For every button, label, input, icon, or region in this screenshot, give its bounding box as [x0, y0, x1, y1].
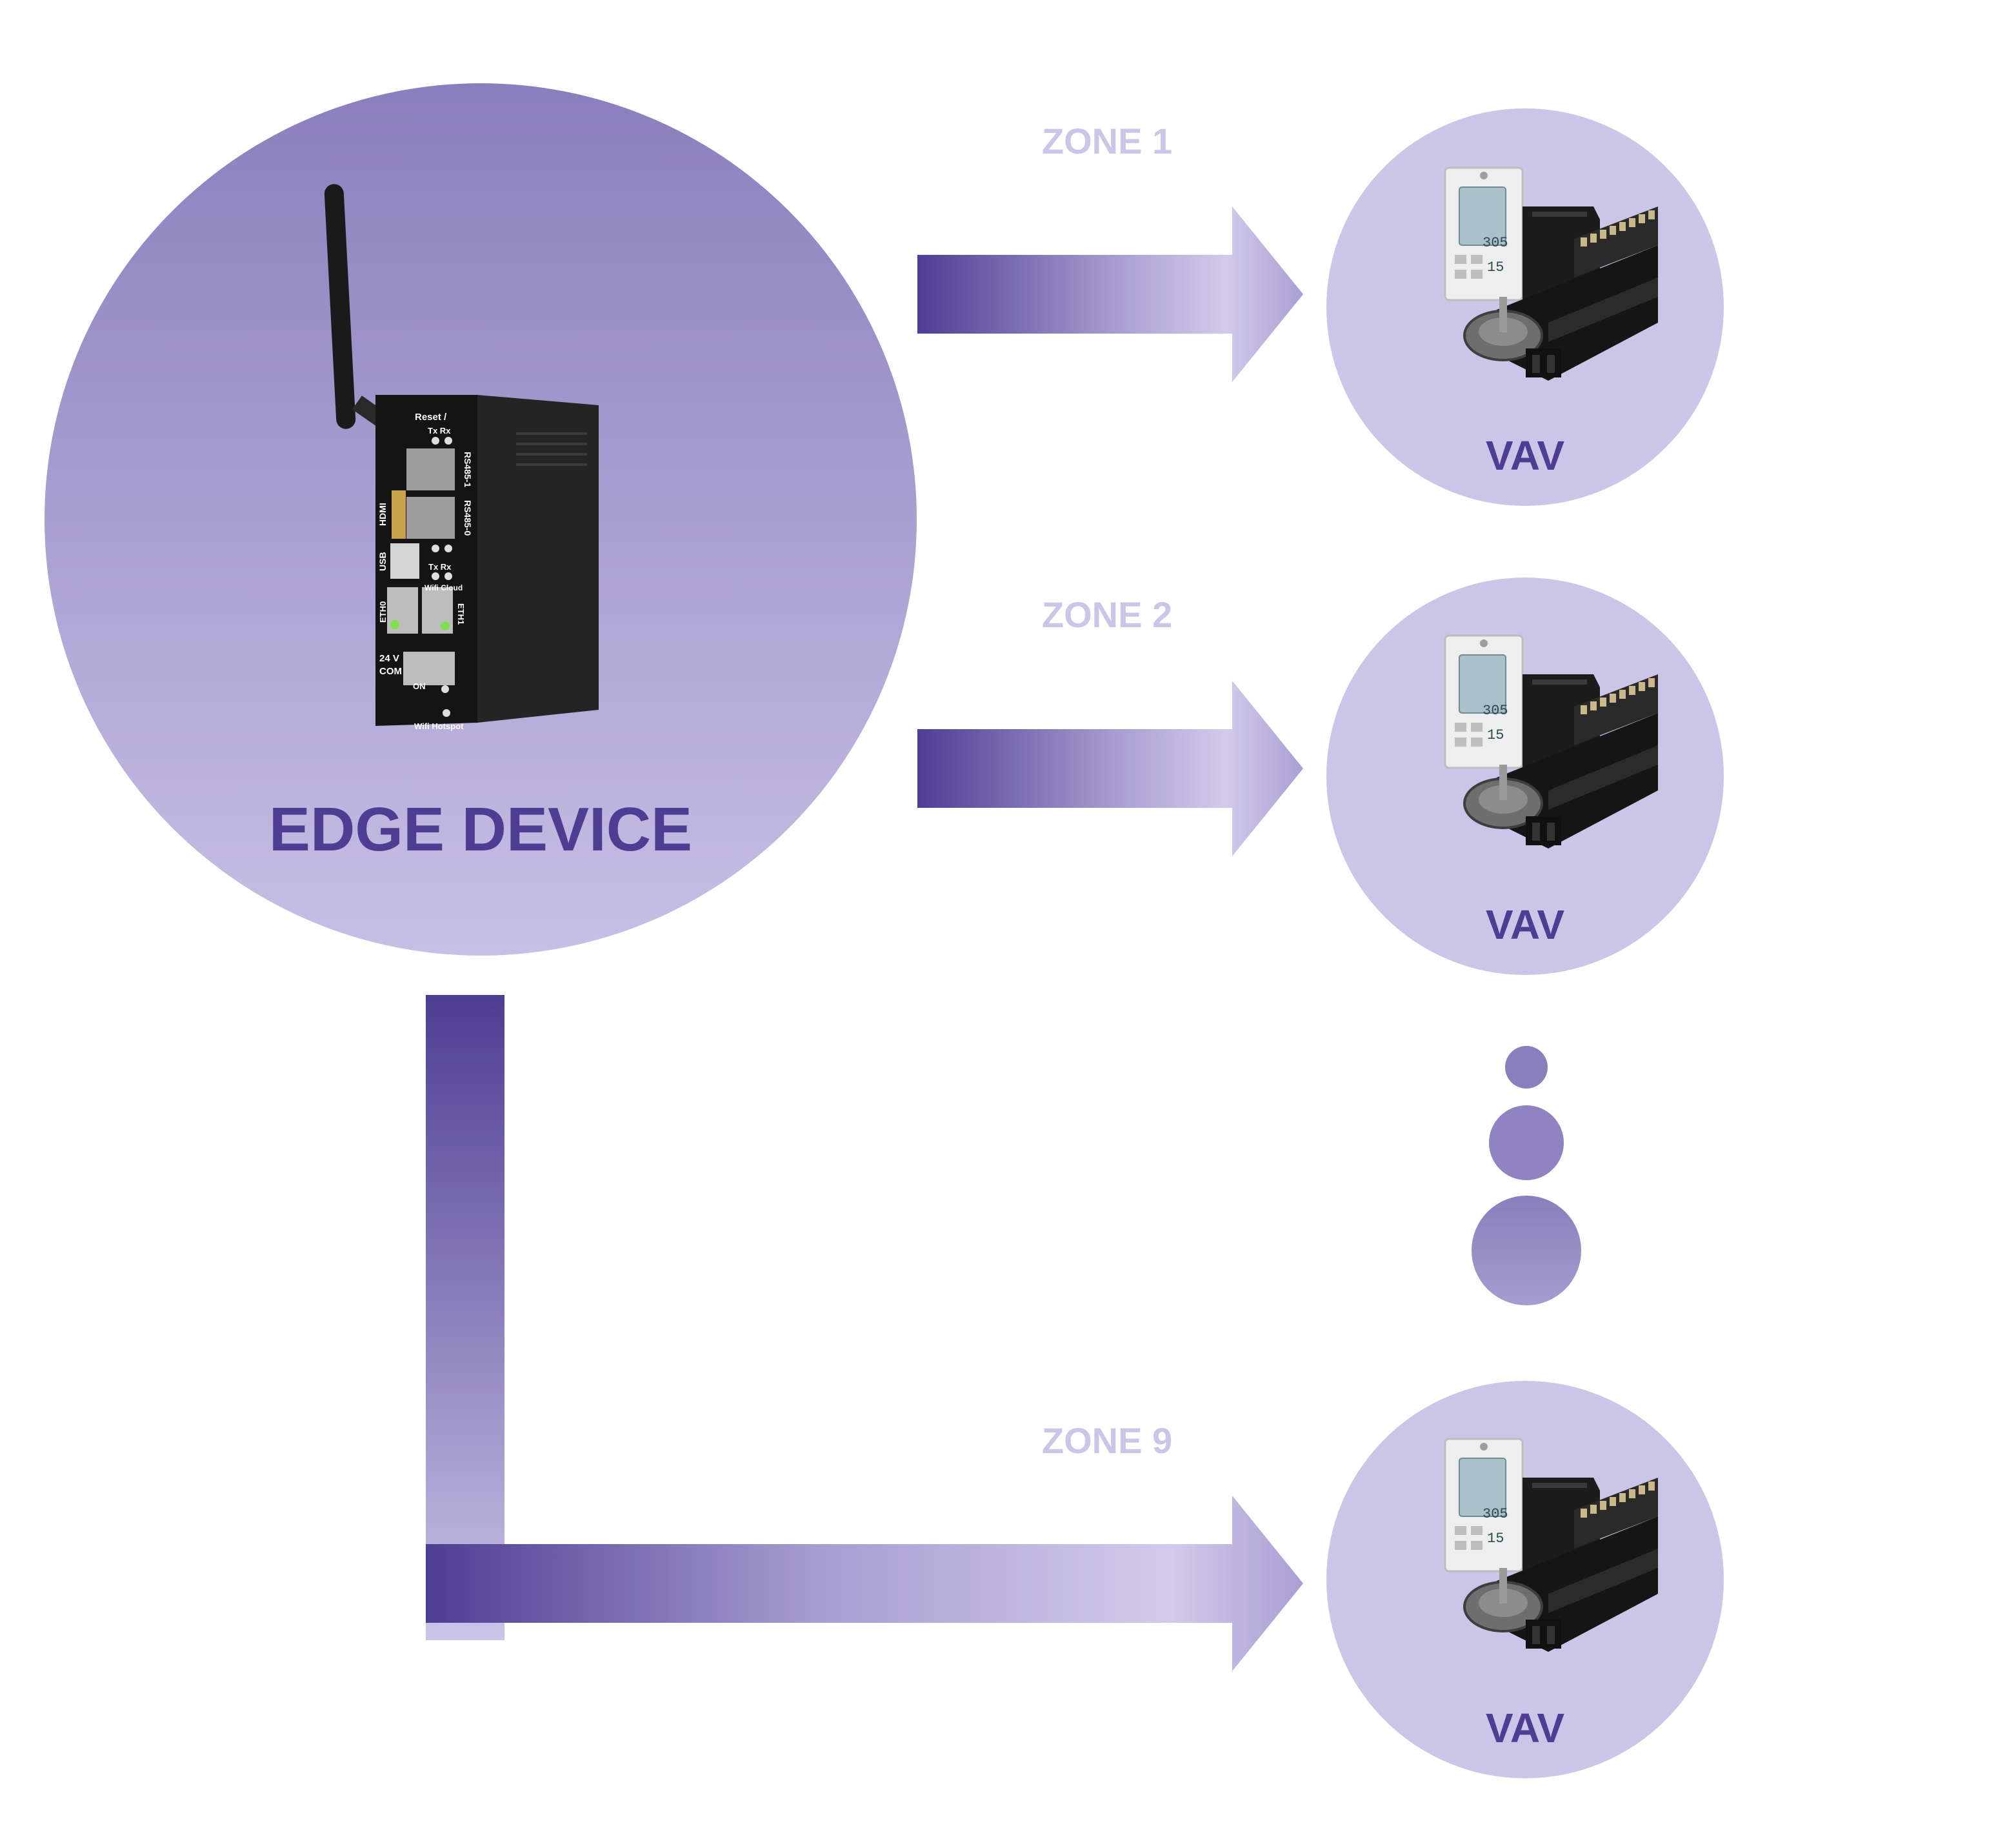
zone-9-display-bottom: 15 — [1487, 1531, 1504, 1547]
wifi-cloud-label: Wifi Cloud — [424, 583, 463, 592]
wifi-hotspot-label: Wifi Hotspot — [414, 721, 464, 731]
zone-2-label: ZONE 2 — [1042, 594, 1172, 635]
ellipsis-dot-medium — [1489, 1105, 1564, 1180]
zone-2-display-top: 305 — [1483, 703, 1508, 719]
hdmi-label: HDMI — [377, 503, 388, 526]
com-label: COM — [379, 666, 402, 677]
txrx-top-label: Tx Rx — [428, 426, 451, 436]
zone-1-arrow — [917, 206, 1303, 382]
edge-device-title: EDGE DEVICE — [269, 795, 692, 864]
zone-9-label: ZONE 9 — [1042, 1420, 1172, 1461]
rs485-0-label: RS485-0 — [463, 500, 473, 536]
zone-2-arrow — [917, 681, 1303, 856]
ellipsis-dot-small — [1505, 1046, 1548, 1089]
zone-1-display-bottom: 15 — [1487, 259, 1504, 276]
zone-9-vav-label: VAV — [1486, 1705, 1564, 1751]
zone-1-label: ZONE 1 — [1042, 121, 1172, 161]
zone-1-vav-label: VAV — [1486, 432, 1564, 479]
ellipsis-dot-large — [1472, 1196, 1581, 1305]
edge-device-router-icon: Reset / Tx Rx RS485-1 HDMI RS485-0 USB T… — [375, 395, 599, 731]
eth0-label: ETH0 — [378, 601, 388, 623]
more-zones-ellipsis — [1472, 1046, 1581, 1305]
on-label: ON — [413, 681, 426, 691]
rs485-1-label: RS485-1 — [463, 452, 473, 487]
24v-label: 24 V — [379, 653, 399, 664]
usb-label: USB — [377, 552, 388, 571]
zone-9-group: ZONE 9 305 15 VAV — [426, 995, 1724, 1778]
edge-device-node: Reset / Tx Rx RS485-1 HDMI RS485-0 USB T… — [45, 83, 917, 956]
reset-label: Reset / — [415, 412, 447, 423]
zone-2-vav-label: VAV — [1486, 901, 1564, 948]
zone-9-connector-vertical — [426, 995, 504, 1640]
txrx-mid-label: Tx Rx — [428, 562, 452, 572]
eth1-label: ETH1 — [456, 603, 466, 625]
zone-2-group: ZONE 2 305 15 VAV — [917, 578, 1724, 975]
zone-2-display-bottom: 15 — [1487, 727, 1504, 743]
zone-9-display-top: 305 — [1483, 1506, 1508, 1522]
zone-1-group: ZONE 1 305 15 VAV — [917, 108, 1724, 506]
zone-1-display-top: 305 — [1483, 235, 1508, 251]
zone-9-arrow — [426, 1496, 1303, 1671]
